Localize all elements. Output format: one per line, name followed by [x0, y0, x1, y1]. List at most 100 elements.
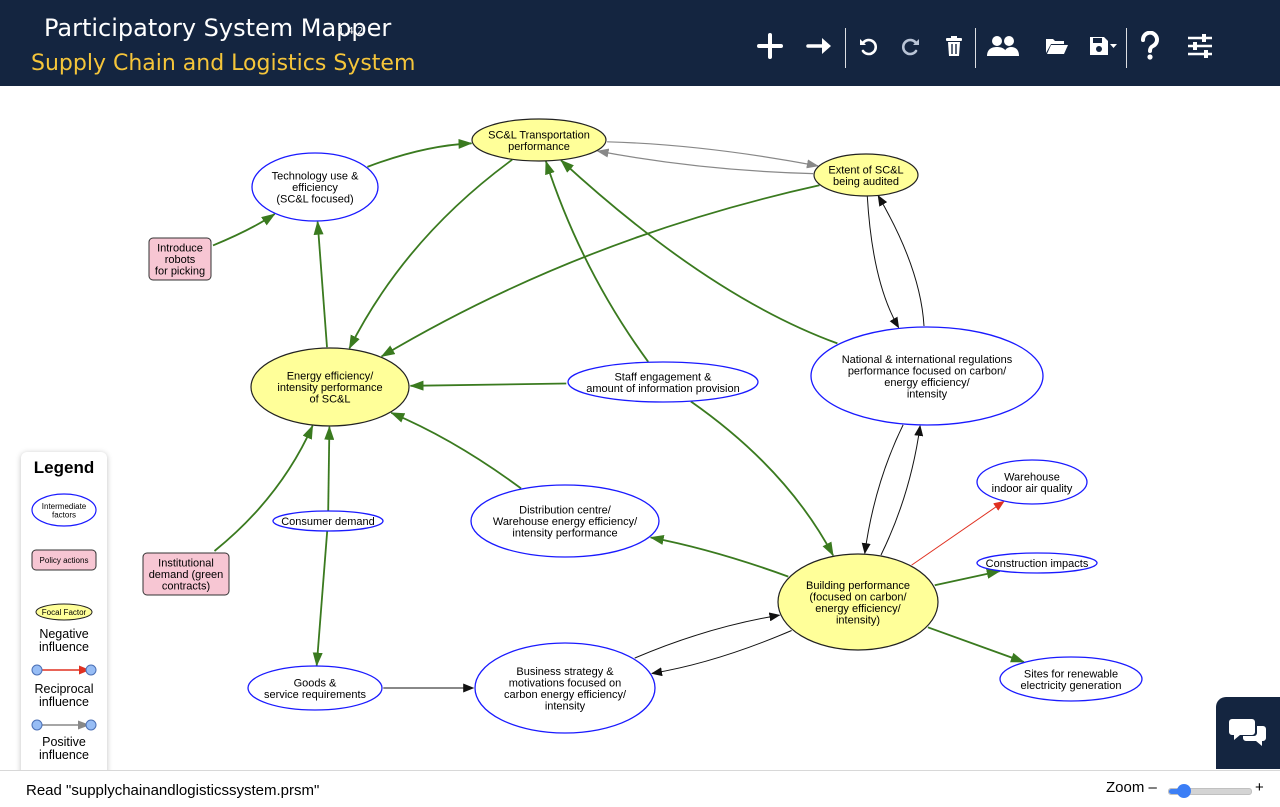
- legend-label: Policy actions: [40, 556, 89, 565]
- settings-button[interactable]: [1183, 28, 1217, 64]
- policy-node-shape: [142, 552, 230, 596]
- edge-transport-to-audited[interactable]: [607, 141, 819, 169]
- legend-label: influence: [39, 748, 89, 762]
- focal-node-shape: [471, 118, 607, 162]
- users-icon: [987, 36, 1019, 56]
- focal-node-shape: [777, 553, 939, 651]
- edge-consumer-to-energy[interactable]: [324, 425, 335, 511]
- add-node-button[interactable]: [753, 28, 787, 64]
- map-title[interactable]: Supply Chain and Logistics System: [31, 51, 416, 76]
- edge-staff-to-energy[interactable]: [409, 380, 567, 391]
- node-regs[interactable]: National & international regulationsperf…: [810, 326, 1044, 426]
- help-button[interactable]: [1133, 28, 1167, 64]
- node-label-line: being audited: [833, 176, 899, 188]
- add-link-button[interactable]: [803, 28, 837, 64]
- node-label-line: Business strategy &: [516, 666, 614, 678]
- zoom-slider-thumb[interactable]: [1176, 784, 1191, 798]
- delete-button[interactable]: [937, 28, 971, 64]
- chat-bubbles-icon: [1229, 719, 1266, 746]
- edge-staff-to-transport[interactable]: [545, 160, 649, 363]
- edge-building-to-regs[interactable]: [880, 424, 924, 556]
- save-dropdown-icon: [1090, 37, 1117, 55]
- node-label-line: efficiency: [292, 182, 338, 194]
- legend-label: Negative: [39, 627, 88, 641]
- edge-regs-to-building[interactable]: [861, 424, 904, 555]
- node-label-line: (SC&L focused): [276, 194, 353, 206]
- legend-item-focal: Focal Factor: [35, 603, 93, 621]
- edge-audited-to-energy[interactable]: [380, 184, 820, 358]
- node-label-line: motivations focused on: [509, 677, 622, 689]
- edge-regs-to-audited[interactable]: [877, 194, 925, 327]
- open-file-button[interactable]: [1040, 28, 1074, 64]
- edge-building-to-distribution[interactable]: [649, 535, 789, 578]
- edge-robots-to-tech[interactable]: [212, 213, 276, 247]
- arrow-right-icon: [806, 38, 831, 54]
- edge-audited-to-transport[interactable]: [596, 148, 814, 175]
- node-label-line: intensity performance: [512, 528, 617, 540]
- node-label-line: SC&L Transportation: [488, 129, 590, 141]
- app-header: Participatory System Mapper 1.4.2 Supply…: [0, 0, 1280, 86]
- node-label-line: carbon energy efficiency/: [504, 689, 627, 701]
- node-energy[interactable]: Energy efficiency/intensity performanceo…: [250, 347, 410, 427]
- edge-building-to-renewable[interactable]: [927, 626, 1025, 663]
- node-label-line: Institutional: [158, 558, 214, 570]
- intermediate-node-shape: [976, 552, 1098, 574]
- chat-button[interactable]: [1216, 697, 1280, 769]
- node-label-line: Staff engagement &: [614, 371, 712, 383]
- node-label-line: intensity: [907, 388, 948, 400]
- edge-transport-to-energy[interactable]: [348, 158, 513, 350]
- share-button[interactable]: [986, 28, 1020, 64]
- intermediate-node-shape: [272, 510, 384, 532]
- edge-consumer-to-goods[interactable]: [312, 531, 329, 667]
- node-label-line: Introduce: [157, 243, 203, 255]
- edge-tech-to-transport[interactable]: [367, 138, 473, 168]
- intermediate-node-shape: [567, 361, 759, 403]
- node-label-line: National & international regulations: [842, 354, 1013, 366]
- node-staff[interactable]: Staff engagement &amount of information …: [567, 361, 759, 403]
- node-distribution[interactable]: Distribution centre/Warehouse energy eff…: [470, 484, 660, 558]
- edge-business-to-building[interactable]: [634, 612, 781, 659]
- status-bar: Read "supplychainandlogisticssystem.prsm…: [0, 770, 1280, 807]
- intermediate-node-shape: [251, 152, 379, 222]
- zoom-slider[interactable]: [1168, 784, 1252, 798]
- node-tech[interactable]: Technology use &efficiency(SC&L focused): [251, 152, 379, 222]
- node-label-line: Technology use &: [272, 171, 359, 183]
- edge-building-to-construction[interactable]: [934, 568, 1001, 587]
- network-graph[interactable]: SC&L TransportationperformanceTechnology…: [0, 86, 1280, 770]
- edge-audited-to-regs[interactable]: [866, 196, 900, 329]
- node-goods[interactable]: Goods &service requirements: [247, 665, 383, 711]
- edge-regs-to-transport[interactable]: [560, 159, 838, 345]
- node-building[interactable]: Building performance(focused on carbon/e…: [777, 553, 939, 651]
- legend-label: Positive: [42, 735, 86, 749]
- undo-button[interactable]: [851, 28, 885, 64]
- edge-building-to-warehouse_air[interactable]: [911, 500, 1005, 566]
- edge-institutional-to-energy[interactable]: [213, 424, 314, 552]
- edge-energy-to-tech[interactable]: [313, 220, 328, 348]
- node-consumer[interactable]: Consumer demand: [272, 510, 384, 532]
- node-business[interactable]: Business strategy &motivations focused o…: [474, 642, 656, 734]
- save-dropdown-button[interactable]: [1086, 28, 1120, 64]
- trash-icon: [946, 36, 962, 56]
- legend-label: factors: [52, 510, 76, 519]
- sliders-icon: [1188, 34, 1212, 58]
- redo-button[interactable]: [894, 28, 928, 64]
- edge-staff-to-building[interactable]: [690, 400, 834, 557]
- legend-label: Focal Factor: [42, 608, 87, 617]
- edge-building-to-business[interactable]: [651, 630, 792, 677]
- node-label-line: performance: [508, 141, 570, 153]
- legend-label: influence: [39, 640, 89, 654]
- legend-focal-shape: [35, 603, 93, 621]
- zoom-plus-label: +: [1255, 779, 1264, 796]
- node-construction[interactable]: Construction impacts: [976, 552, 1098, 574]
- edge-distribution-to-energy[interactable]: [390, 411, 522, 490]
